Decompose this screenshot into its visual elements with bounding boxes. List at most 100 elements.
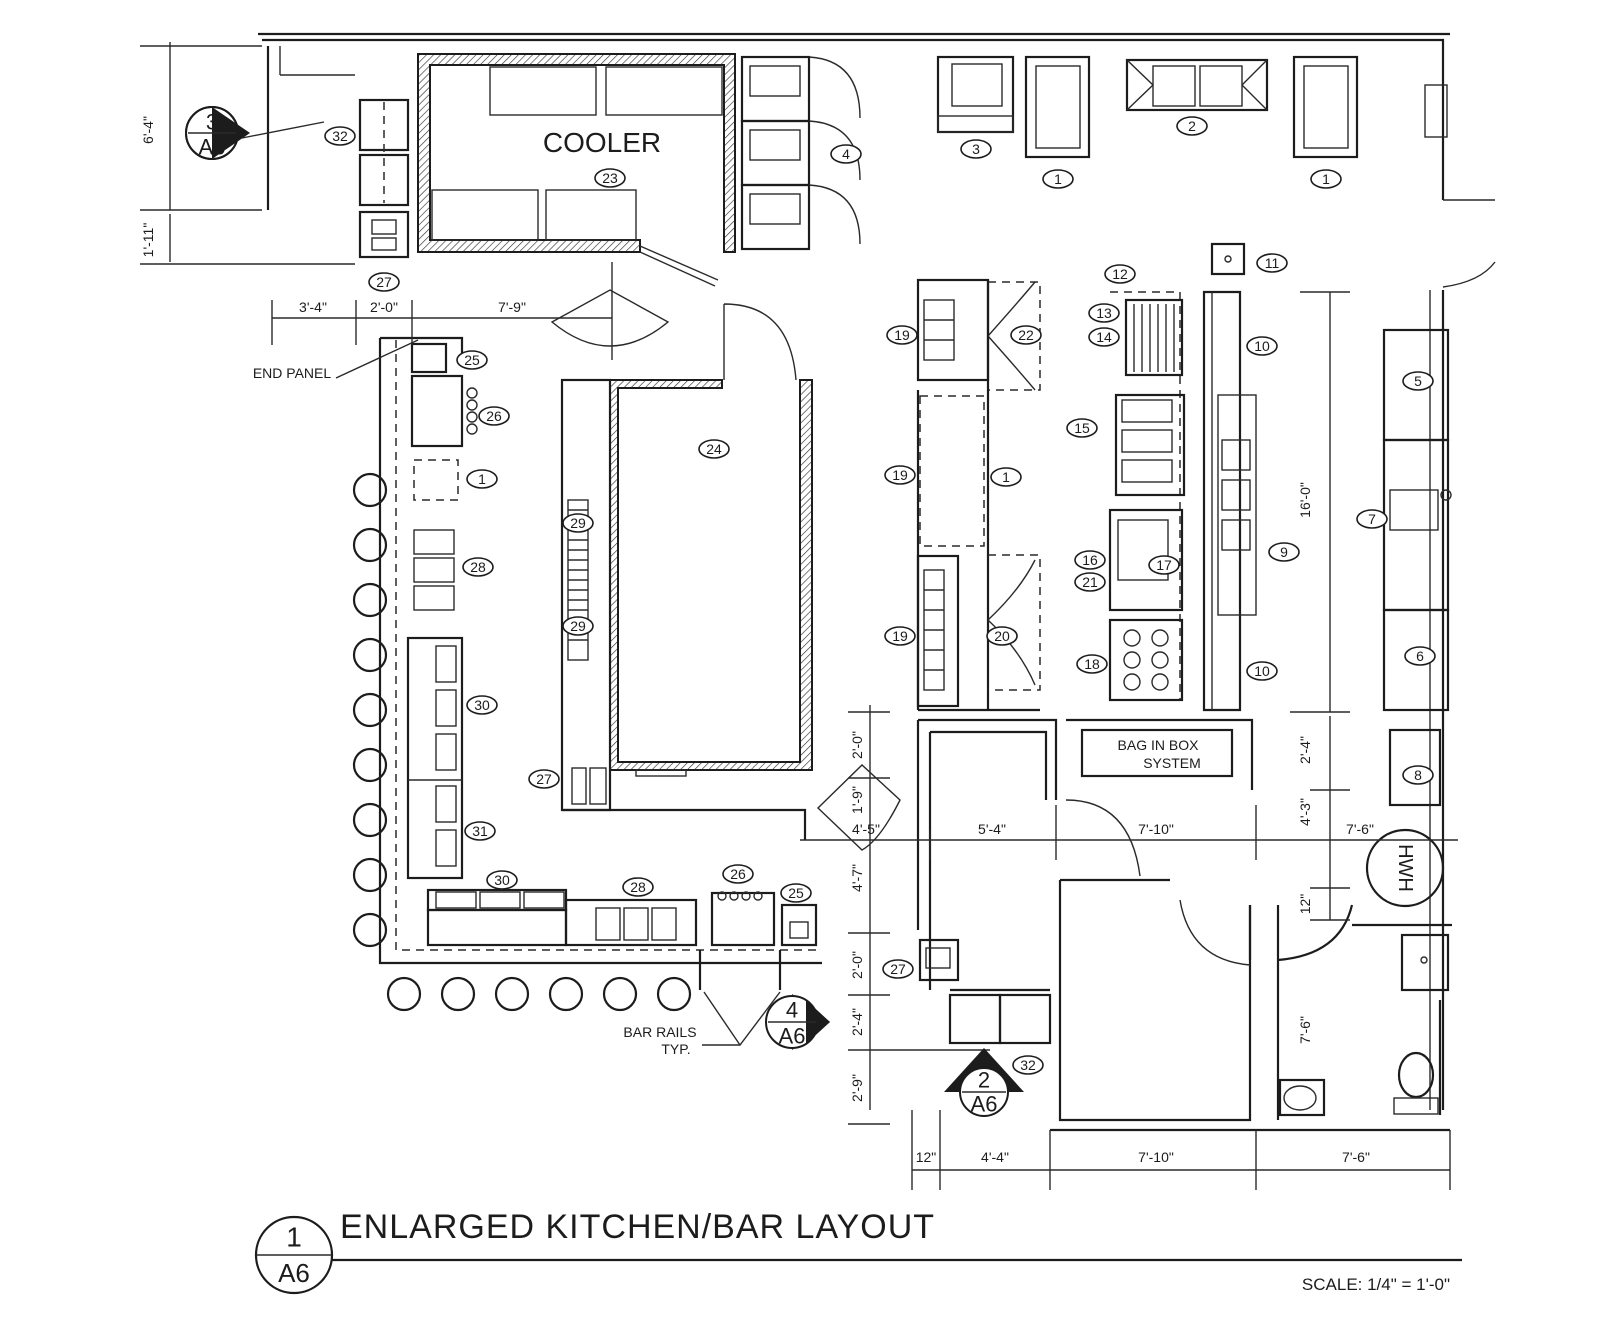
dim-3-4: 3'-4" <box>299 299 327 315</box>
dim-1-11: 1'-11" <box>140 223 156 258</box>
lower-rooms: BAG IN BOX SYSTEM <box>916 718 1452 1132</box>
svg-text:16: 16 <box>1082 552 1098 568</box>
svg-text:5: 5 <box>1414 373 1422 389</box>
svg-text:25: 25 <box>788 885 804 901</box>
annotations: END PANEL BAR RAILS TYP. <box>241 121 781 1057</box>
dim-7-6-bottom: 7'-6" <box>1342 1149 1370 1165</box>
title-block: 1 A6 ENLARGED KITCHEN/BAR LAYOUT SCALE: … <box>254 1208 1462 1295</box>
dim-2-0-low: 2'-0" <box>849 951 865 979</box>
dim-2-4-right: 2'-4" <box>1297 736 1313 764</box>
svg-text:1: 1 <box>478 471 486 487</box>
end-panel-label: END PANEL <box>253 365 332 381</box>
svg-text:10: 10 <box>1254 663 1270 679</box>
tag-29-upper: 29 <box>562 513 594 533</box>
tag-19-lower: 19 <box>884 626 916 646</box>
tag-19-upper: 19 <box>886 325 918 345</box>
section-marker-4: 4 A6 <box>765 994 830 1050</box>
dim-2-4-low: 2'-4" <box>849 1008 865 1036</box>
equipment-tags: 32 27 25 26 1 28 30 31 30 28 26 25 29 29… <box>324 116 1436 1075</box>
tag-1-bar: 1 <box>466 469 498 489</box>
tag-25-bottom: 25 <box>780 883 812 903</box>
dim-6-4: 6'-4" <box>140 116 156 144</box>
tag-14: 14 <box>1088 327 1120 347</box>
section-marker-3: 3 A6 <box>185 106 250 160</box>
tag-6: 6 <box>1404 646 1436 666</box>
title-marker-sheet: A6 <box>278 1258 310 1288</box>
building-outline <box>258 32 1496 1110</box>
bar-rails-label-1: BAR RAILS <box>623 1024 696 1040</box>
tag-25-top: 25 <box>456 350 488 370</box>
tag-27-low: 27 <box>882 959 914 979</box>
dim-5-4: 5'-4" <box>978 821 1006 837</box>
dim-4-4: 4'-4" <box>981 1149 1009 1165</box>
svg-text:21: 21 <box>1082 574 1098 590</box>
svg-text:30: 30 <box>494 872 510 888</box>
svg-text:27: 27 <box>376 274 392 290</box>
bag-in-box-line1: BAG IN BOX <box>1118 737 1200 753</box>
svg-text:3: 3 <box>972 141 980 157</box>
tag-27-top: 27 <box>368 272 400 292</box>
svg-text:32: 32 <box>332 128 348 144</box>
svg-text:1: 1 <box>1054 171 1062 187</box>
tag-27-mid: 27 <box>528 769 560 789</box>
tag-20: 20 <box>986 626 1018 646</box>
dim-16-0: 16'-0" <box>1297 482 1313 518</box>
svg-text:32: 32 <box>1020 1057 1036 1073</box>
svg-text:1: 1 <box>1322 171 1330 187</box>
tag-18: 18 <box>1076 654 1108 674</box>
dim-2-9: 2'-9" <box>849 1074 865 1102</box>
svg-text:19: 19 <box>892 467 908 483</box>
svg-text:22: 22 <box>1018 327 1034 343</box>
tag-10-upper: 10 <box>1246 336 1278 356</box>
tag-2: 2 <box>1176 116 1208 136</box>
svg-text:20: 20 <box>994 628 1010 644</box>
svg-text:31: 31 <box>472 823 488 839</box>
dim-4-7: 4'-7" <box>849 864 865 892</box>
cook-line <box>916 242 1257 712</box>
right-wall-equipment: HWH <box>1365 328 1452 908</box>
bar-rails-label-2: TYP. <box>661 1041 690 1057</box>
tag-8: 8 <box>1402 765 1434 785</box>
dim-4-3: 4'-3" <box>1297 798 1313 826</box>
section-2-num: 2 <box>978 1068 990 1093</box>
tag-31: 31 <box>464 821 496 841</box>
svg-text:17: 17 <box>1156 557 1172 573</box>
tag-7: 7 <box>1356 509 1388 529</box>
svg-text:8: 8 <box>1414 767 1422 783</box>
section-marker-2: 2 A6 <box>944 1048 1024 1117</box>
svg-text:10: 10 <box>1254 338 1270 354</box>
dim-12-right: 12" <box>1297 894 1313 915</box>
svg-text:29: 29 <box>570 515 586 531</box>
section-3-sheet: A6 <box>199 135 226 160</box>
dim-7-10-mid: 7'-10" <box>1138 821 1174 837</box>
svg-text:23: 23 <box>602 170 618 186</box>
svg-text:7: 7 <box>1368 511 1376 527</box>
svg-text:11: 11 <box>1265 255 1280 271</box>
svg-text:19: 19 <box>892 628 908 644</box>
tag-9: 9 <box>1268 542 1300 562</box>
svg-text:24: 24 <box>706 441 722 457</box>
dim-4-5: 4'-5" <box>852 821 880 837</box>
tag-12: 12 <box>1104 264 1136 284</box>
dim-7-6-right: 7'-6" <box>1297 1016 1313 1044</box>
dim-7-9: 7'-9" <box>498 299 526 315</box>
tag-1-top-left: 1 <box>1042 169 1074 189</box>
hwh-label: HWH <box>1394 844 1416 892</box>
svg-text:12: 12 <box>1112 266 1128 282</box>
svg-text:15: 15 <box>1074 420 1090 436</box>
section-4-num: 4 <box>786 998 798 1023</box>
dim-2-0-mid: 2'-0" <box>849 731 865 759</box>
dim-2-0-top: 2'-0" <box>370 299 398 315</box>
dim-12-bottom: 12" <box>916 1149 937 1165</box>
title-marker-num: 1 <box>286 1222 302 1253</box>
tag-13: 13 <box>1088 303 1120 323</box>
tag-1-top-right: 1 <box>1310 169 1342 189</box>
tag-28-left: 28 <box>462 557 494 577</box>
dimension-labels: 6'-4" 1'-11" 3'-4" 2'-0" 7'-9" 16'-0" 2'… <box>140 116 1374 1165</box>
tag-11: 11 <box>1256 253 1288 273</box>
svg-text:28: 28 <box>470 559 486 575</box>
tag-19-mid: 19 <box>884 465 916 485</box>
svg-text:18: 18 <box>1084 656 1100 672</box>
svg-text:13: 13 <box>1096 305 1112 321</box>
top-wall-equipment <box>936 55 1359 159</box>
